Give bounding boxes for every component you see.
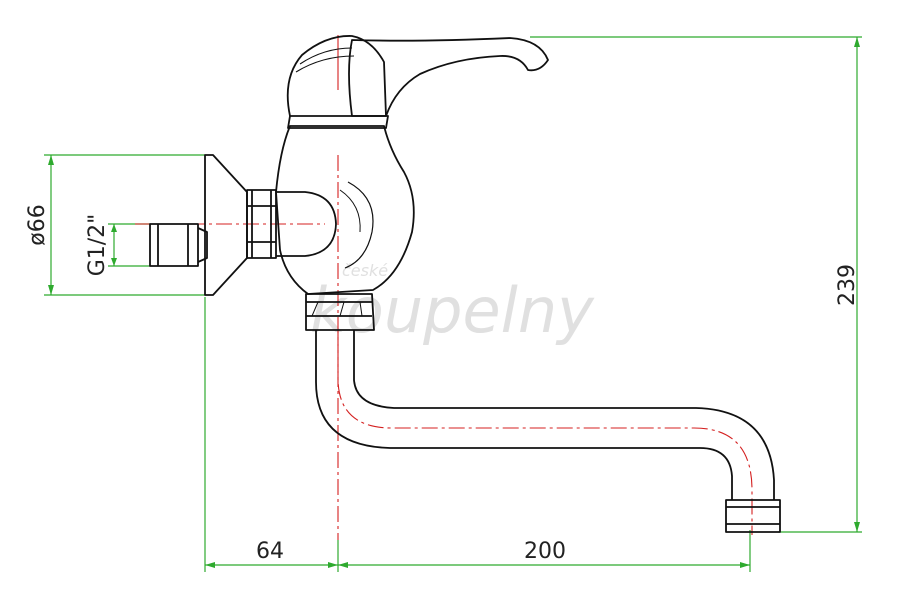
aerator	[725, 499, 781, 533]
watermark: české koupelny	[310, 261, 595, 347]
center-lines	[135, 155, 753, 540]
diameter-label: ø66	[25, 204, 50, 245]
faucet-outline	[149, 35, 781, 533]
height-label: 239	[835, 264, 860, 306]
handle-cap	[286, 35, 387, 117]
spout	[315, 330, 775, 500]
thread-label: G1/2"	[85, 214, 110, 277]
wall-to-axis-label: 64	[256, 539, 284, 564]
watermark-small: české	[342, 261, 388, 280]
lever-handle	[348, 37, 549, 117]
inlet-thread	[149, 223, 199, 267]
faucet-body	[275, 125, 415, 295]
dimension-arrows	[48, 37, 860, 568]
spout-reach-label: 200	[524, 539, 566, 564]
watermark-large: koupelny	[310, 274, 595, 347]
connection-nut	[246, 189, 277, 259]
spout-nut	[305, 293, 375, 331]
wall-flange	[204, 154, 248, 296]
dimension-labels: ø66 G1/2" 239 64 200	[25, 204, 860, 564]
